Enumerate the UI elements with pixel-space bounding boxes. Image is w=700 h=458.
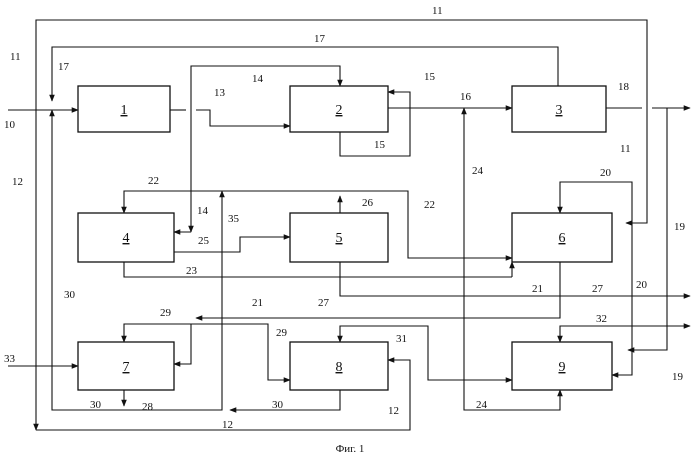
blocks: 1 2 3 4 5 6 7 8 9 [78,86,612,390]
block-9-label: 9 [559,360,566,375]
label-24-bottom: 24 [476,399,488,411]
label-11-left: 11 [10,51,21,63]
label-10: 10 [4,119,16,131]
block-4-label: 4 [123,231,130,246]
label-19-right: 19 [674,221,686,233]
label-32: 32 [596,313,607,325]
label-25: 25 [198,235,210,247]
label-26: 26 [362,197,374,209]
block-8-label: 8 [336,360,343,375]
label-17-top: 17 [314,33,326,45]
label-21-mid: 21 [252,297,263,309]
label-12-right: 12 [388,405,399,417]
figure-caption: Фиг. 1 [336,443,365,455]
label-14-top: 14 [252,73,264,85]
block-1-label: 1 [121,103,128,118]
stream-32-line [560,326,690,342]
label-30-left: 30 [64,289,76,301]
label-16: 16 [460,91,472,103]
block-7-label: 7 [123,360,130,375]
label-15-top: 15 [424,71,436,83]
label-29-left: 29 [160,307,172,319]
stream-21-line [196,262,560,318]
label-31: 31 [396,333,407,345]
label-12-left: 12 [12,176,23,188]
block-6-label: 6 [559,231,566,246]
label-27-right: 27 [592,283,604,295]
label-19-bottom: 19 [672,371,684,383]
label-18: 18 [618,81,630,93]
label-35: 35 [228,213,240,225]
label-22-left: 22 [148,175,159,187]
label-24-top: 24 [472,165,484,177]
label-20-top: 20 [600,167,612,179]
label-15-bottom: 15 [374,139,386,151]
stream-23-line [124,262,512,277]
label-17-left: 17 [58,61,70,73]
label-22-right: 22 [424,199,435,211]
label-21-right: 21 [532,283,543,295]
label-14-left: 14 [197,205,209,217]
label-11-top: 11 [432,5,443,17]
label-28: 28 [142,401,154,413]
label-30-bottom-left: 30 [90,399,102,411]
label-33: 33 [4,353,16,365]
label-29-right: 29 [276,327,288,339]
label-11-right: 11 [620,143,631,155]
block-5-label: 5 [336,231,343,246]
label-30-bottom-right: 30 [272,399,284,411]
block-2-label: 2 [336,103,343,118]
stream-30-line [230,390,340,410]
label-20-right: 20 [636,279,648,291]
label-12-bottom: 12 [222,419,233,431]
label-13: 13 [214,87,226,99]
stream-25-line [174,237,290,252]
stream-13-line [196,110,290,126]
label-23: 23 [186,265,198,277]
label-27-left: 27 [318,297,330,309]
block-3-label: 3 [556,103,563,118]
